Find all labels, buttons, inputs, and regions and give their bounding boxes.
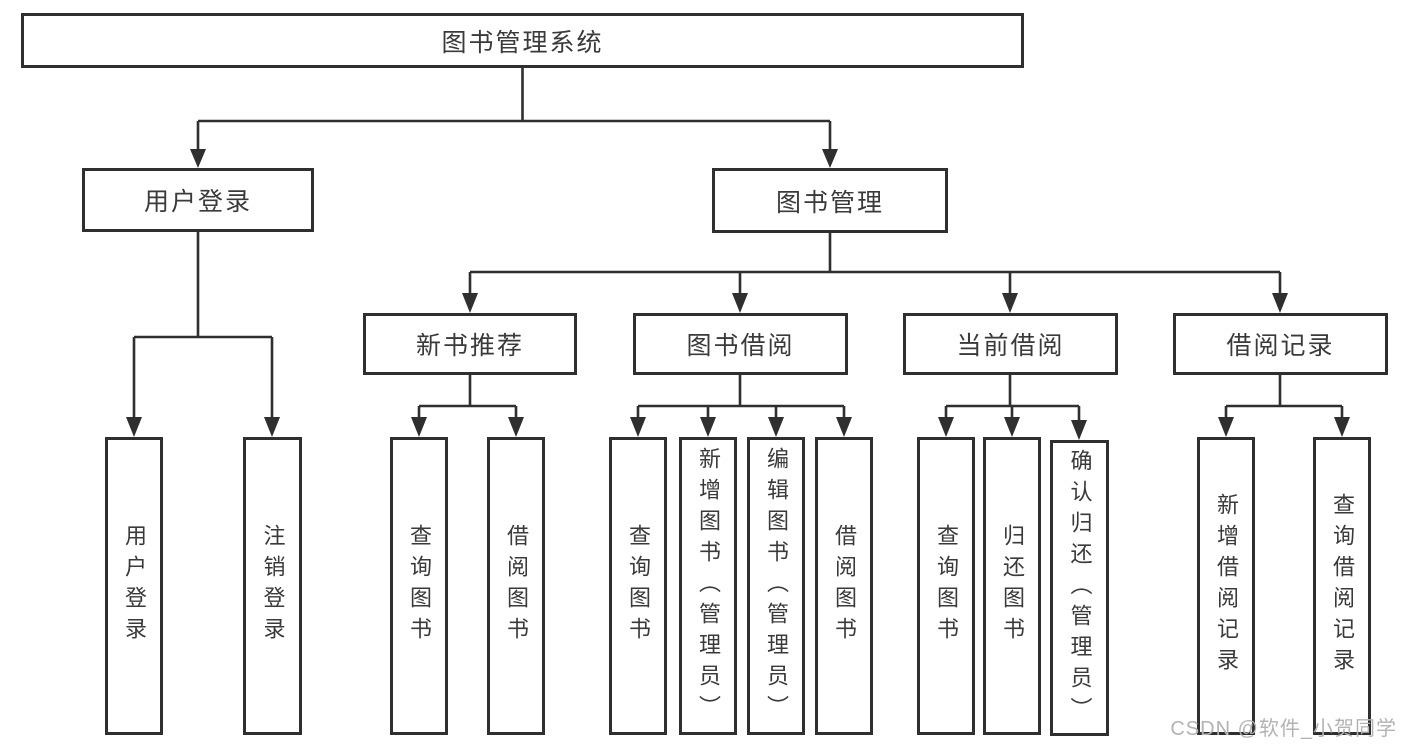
- leaf-query-books-borrow: 查询图书: [609, 437, 667, 735]
- leaf-logout: 注销登录: [243, 437, 302, 735]
- leaf-query-books-recommend: 查询图书: [390, 437, 448, 735]
- leaf-edit-books-admin: 编辑图书（管理员）: [747, 437, 805, 735]
- leaf-add-borrow-record: 新增借阅记录: [1197, 437, 1255, 735]
- node-book-management: 图书管理: [712, 168, 948, 233]
- leaf-query-borrow-record: 查询借阅记录: [1313, 437, 1371, 735]
- csdn-watermark: CSDN @软件_小贺同学: [1170, 718, 1397, 740]
- leaf-borrow-books-recommend: 借阅图书: [487, 437, 545, 735]
- node-borrow-records: 借阅记录: [1173, 313, 1388, 375]
- leaf-add-books-admin: 新增图书（管理员）: [679, 437, 737, 735]
- leaf-borrow-books: 借阅图书: [815, 437, 873, 735]
- leaf-query-books-current: 查询图书: [917, 437, 975, 735]
- node-current-borrow: 当前借阅: [903, 313, 1118, 375]
- node-new-book-recommend: 新书推荐: [363, 313, 577, 375]
- node-book-borrow: 图书借阅: [633, 313, 848, 375]
- leaf-user-login: 用户登录: [105, 437, 163, 735]
- node-user-login: 用户登录: [82, 168, 314, 232]
- node-root: 图书管理系统: [21, 13, 1024, 68]
- leaf-confirm-return-admin: 确认归还（管理员）: [1050, 440, 1109, 736]
- leaf-return-books: 归还图书: [983, 437, 1041, 735]
